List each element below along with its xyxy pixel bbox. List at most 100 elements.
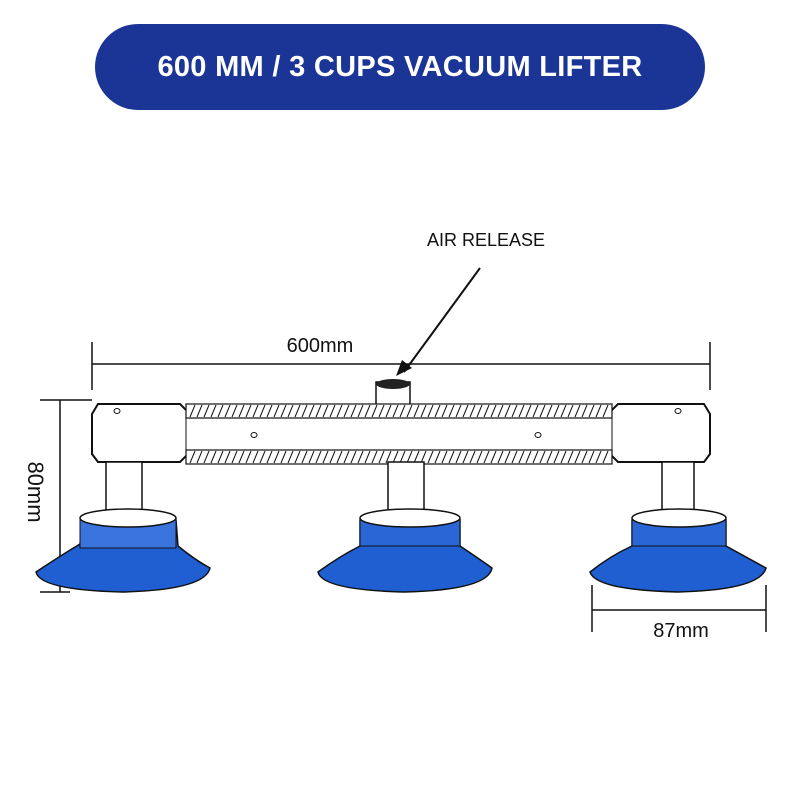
grip-hatch-line bbox=[525, 404, 532, 418]
grip-hatch-line bbox=[560, 404, 567, 418]
grip-hatch-line bbox=[546, 404, 553, 418]
grip-hatch-line bbox=[490, 450, 497, 464]
grip-hatch-line bbox=[371, 450, 378, 464]
grip-hatch-line bbox=[217, 450, 224, 464]
grip-hatch-line bbox=[455, 450, 462, 464]
grip-hatch-line bbox=[224, 404, 231, 418]
grip-hatch-line bbox=[427, 450, 434, 464]
grip-hatch-line bbox=[210, 450, 217, 464]
title-banner: 600 MM / 3 CUPS VACUUM LIFTER bbox=[95, 24, 705, 110]
grip-hatch-line bbox=[420, 450, 427, 464]
grip-hatch-line bbox=[448, 404, 455, 418]
grip-hatch-line bbox=[336, 450, 343, 464]
grip-hatch-line bbox=[406, 404, 413, 418]
grip-hatch-line bbox=[553, 404, 560, 418]
grip-hatch-line bbox=[483, 450, 490, 464]
grip-hatch-line bbox=[602, 404, 609, 418]
grip-hatch-line bbox=[385, 450, 392, 464]
grip-hatch-line bbox=[322, 450, 329, 464]
grip-hatch-line bbox=[602, 450, 609, 464]
grip-hatch-line bbox=[301, 450, 308, 464]
grip-hatch-line bbox=[287, 450, 294, 464]
grip-hatch-line bbox=[406, 450, 413, 464]
grip-hatch-line bbox=[196, 450, 203, 464]
grip-hatch-line bbox=[434, 404, 441, 418]
grip-hatch-line bbox=[259, 450, 266, 464]
grip-hatch-line bbox=[189, 450, 196, 464]
grip-hatch-line bbox=[329, 404, 336, 418]
suction-cup-right bbox=[589, 461, 767, 593]
screw-icon bbox=[534, 432, 542, 438]
grip-hatch-line bbox=[322, 404, 329, 418]
grip-hatch-line bbox=[462, 450, 469, 464]
grip-hatch-line bbox=[210, 404, 217, 418]
grip-hatch-line bbox=[203, 450, 210, 464]
grip-hatch-line bbox=[287, 404, 294, 418]
grip-hatch-line bbox=[588, 450, 595, 464]
grip-hatch-line bbox=[301, 404, 308, 418]
grip-hatch-line bbox=[203, 404, 210, 418]
grip-hatch-line bbox=[343, 404, 350, 418]
grip-hatch-line bbox=[413, 404, 420, 418]
grip-hatch-line bbox=[315, 404, 322, 418]
grip-hatch-line bbox=[483, 404, 490, 418]
grip-hatch-line bbox=[385, 404, 392, 418]
grip-hatch-line bbox=[574, 404, 581, 418]
grip-hatch-line bbox=[567, 450, 574, 464]
grip-hatch-line bbox=[469, 450, 476, 464]
grip-hatch-line bbox=[357, 450, 364, 464]
grip-hatch-line bbox=[476, 450, 483, 464]
grip-hatch-line bbox=[399, 450, 406, 464]
grip-hatch-line bbox=[280, 450, 287, 464]
screw-icon bbox=[113, 408, 121, 414]
cup-width-dimension-label: 87mm bbox=[653, 620, 709, 642]
grip-hatch-line bbox=[574, 450, 581, 464]
grip-hatch-line bbox=[539, 450, 546, 464]
grip-hatch-line bbox=[455, 404, 462, 418]
grip-hatch-line bbox=[553, 450, 560, 464]
grip-hatch-line bbox=[546, 450, 553, 464]
grip-hatch-line bbox=[518, 450, 525, 464]
grip-hatch-line bbox=[238, 450, 245, 464]
grip-hatch-line bbox=[266, 404, 273, 418]
grip-hatch-line bbox=[532, 404, 539, 418]
grip-hatch-line bbox=[273, 404, 280, 418]
grip-hatch-line bbox=[329, 450, 336, 464]
air-release-label: AIR RELEASE bbox=[427, 230, 545, 250]
grip-hatch-line bbox=[581, 450, 588, 464]
grip-hatch-line bbox=[511, 450, 518, 464]
grip-hatch-line bbox=[511, 404, 518, 418]
grip-hatch-line bbox=[308, 404, 315, 418]
grip-hatch-line bbox=[567, 404, 574, 418]
grip-hatch-line bbox=[441, 404, 448, 418]
grip-hatch-line bbox=[252, 404, 259, 418]
grip-hatch-line bbox=[224, 450, 231, 464]
grip-hatch-line bbox=[469, 404, 476, 418]
grip-hatch-line bbox=[399, 404, 406, 418]
grip-hatch-line bbox=[392, 404, 399, 418]
grip-hatch-line bbox=[252, 450, 259, 464]
air-release-valve bbox=[375, 379, 411, 407]
grip-hatch-line bbox=[378, 450, 385, 464]
grip-hatch-line bbox=[448, 450, 455, 464]
grip-hatch-line bbox=[497, 450, 504, 464]
screw-icon bbox=[674, 408, 682, 414]
air-release-pointer bbox=[403, 267, 481, 373]
grip-hatch-line bbox=[266, 450, 273, 464]
grip-hatch-line bbox=[273, 450, 280, 464]
grip-top-texture bbox=[189, 404, 609, 418]
grip-hatch-line bbox=[427, 404, 434, 418]
grip-hatch-line bbox=[595, 450, 602, 464]
grip-hatch-line bbox=[504, 450, 511, 464]
grip-hatch-line bbox=[280, 404, 287, 418]
grip-hatch-line bbox=[357, 404, 364, 418]
grip-hatch-line bbox=[189, 404, 196, 418]
grip-hatch-line bbox=[525, 450, 532, 464]
grip-top bbox=[185, 403, 613, 419]
grip-hatch-line bbox=[504, 404, 511, 418]
grip-hatch-line bbox=[245, 404, 252, 418]
grip-hatch-line bbox=[441, 450, 448, 464]
grip-hatch-line bbox=[217, 404, 224, 418]
grip-hatch-line bbox=[350, 404, 357, 418]
